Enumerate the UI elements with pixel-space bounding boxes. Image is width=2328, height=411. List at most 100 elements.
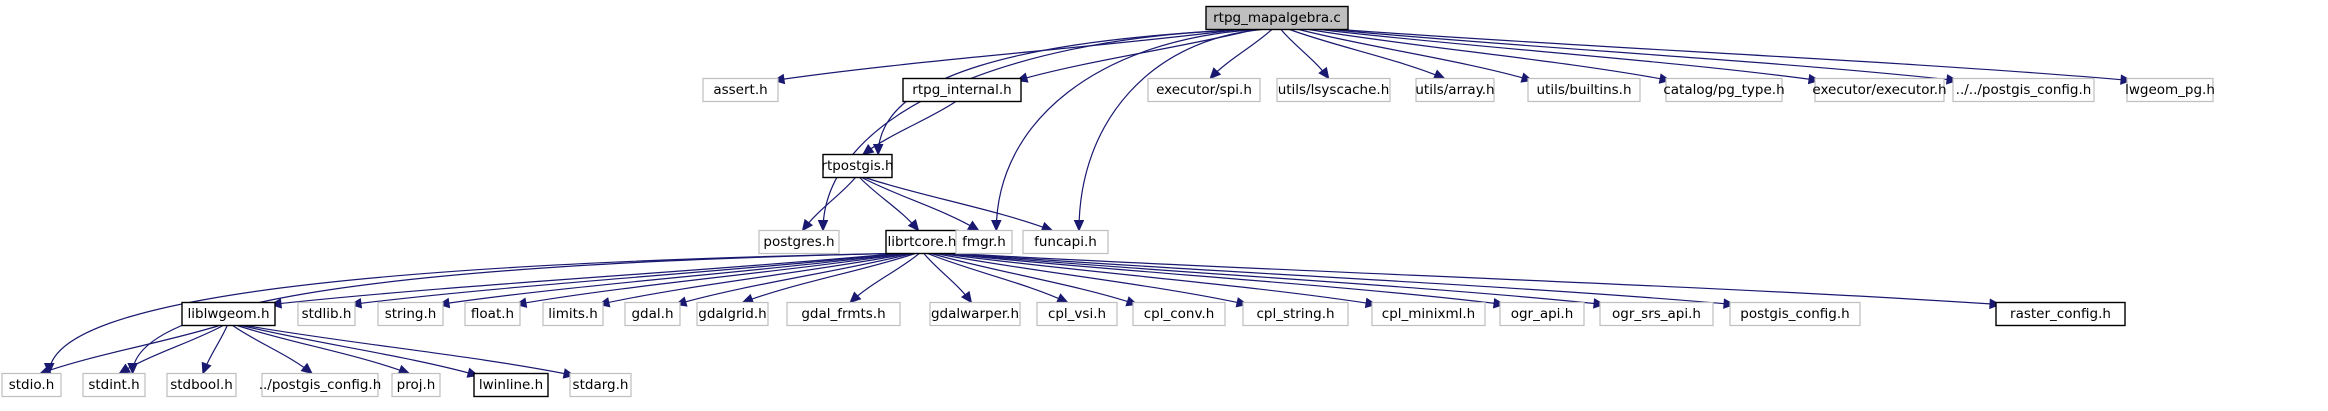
edge-librtcore-to-float <box>515 252 907 306</box>
node-stdbool: stdbool.h <box>166 372 237 398</box>
arrowhead <box>1055 293 1069 304</box>
edge-librtcore-to-cpl_string <box>935 252 1248 306</box>
arrowhead <box>1945 74 1959 85</box>
node-box <box>261 372 379 398</box>
node-label: ../postgis_config.h <box>259 377 382 393</box>
node-box <box>542 301 604 327</box>
node-lsyscache: utils/lsyscache.h <box>1276 77 1391 103</box>
edge-root-to-pg_type <box>1308 28 1671 82</box>
node-stdint: stdint.h <box>82 372 146 398</box>
edges-layer <box>39 28 2133 379</box>
node-ogr-srs-api: ogr_srs_api.h <box>1599 301 1714 327</box>
node-proj: proj.h <box>391 372 441 398</box>
node-box <box>464 301 521 327</box>
edge-librtcore-to-raster_config <box>954 252 2001 306</box>
node-label: fmgr.h <box>962 234 1006 250</box>
node-label: catalog/pg_type.h <box>1663 82 1784 98</box>
node-box <box>473 372 549 398</box>
node-box <box>297 301 356 327</box>
arrowhead <box>1432 69 1446 80</box>
node-rtpostgis[interactable]: rtpostgis.h <box>821 153 894 179</box>
arrowhead <box>1723 298 1736 309</box>
node-box <box>569 372 632 398</box>
node-label: proj.h <box>397 377 436 393</box>
node-label: librtcore.h <box>887 234 956 250</box>
node-label: lwgeom_pg.h <box>2125 82 2215 98</box>
node-executor: executor/executor.h <box>1812 77 1947 103</box>
arrowhead <box>960 290 973 304</box>
node-stdlib: stdlib.h <box>297 301 356 327</box>
node-funcapi: funcapi.h <box>1022 229 1109 255</box>
arrowhead <box>1209 67 1222 80</box>
node-box <box>1205 5 1349 31</box>
node-postgis-config: postgis_config.h <box>1729 301 1861 327</box>
edge-librtcore-to-postgis_config <box>953 252 1735 306</box>
node-box <box>929 301 1021 327</box>
node-gdal-frmts: gdal_frmts.h <box>786 301 901 327</box>
node-cpl-vsi: cpl_vsi.h <box>1036 301 1118 327</box>
node-box <box>1022 229 1109 255</box>
node-box <box>1 372 62 398</box>
node-box <box>1952 77 2095 103</box>
edge-liblwgeom-to-lwinline <box>241 324 479 377</box>
node-box <box>1995 301 2126 327</box>
edge-rtpostgis-to-postgres <box>802 177 856 231</box>
edge-liblwgeom-to-stdarg <box>245 324 575 377</box>
node-label: stdio.h <box>9 377 55 393</box>
node-label: rtpostgis.h <box>821 158 893 174</box>
arrowhead <box>1492 297 1506 309</box>
edge-librtcore-to-stdio <box>48 252 890 374</box>
node-limits: limits.h <box>542 301 604 327</box>
arrowhead <box>2120 74 2133 85</box>
node-executor-spi: executor/spi.h <box>1147 77 1261 103</box>
node-label: utils/lsyscache.h <box>1278 82 1390 98</box>
edge-rtpostgis-to-fmgr <box>861 176 979 232</box>
node-box <box>1036 301 1118 327</box>
node-label: executor/spi.h <box>1156 82 1252 98</box>
node-librtcore[interactable]: librtcore.h <box>885 229 959 255</box>
edge-librtcore-to-ogr_srs_api <box>948 252 1605 306</box>
edge-librtcore-to-gdal <box>675 252 913 306</box>
node-root[interactable]: rtpg_mapalgebra.c <box>1205 5 1349 31</box>
node-label: cpl_minixml.h <box>1382 306 1475 322</box>
node-box <box>1814 77 1945 103</box>
arrowhead <box>269 298 283 309</box>
arrowhead <box>1593 298 1606 309</box>
node-label: assert.h <box>713 82 767 98</box>
node-box <box>166 372 237 398</box>
node-liblwgeom[interactable]: liblwgeom.h <box>181 301 276 327</box>
node-box <box>2126 77 2214 103</box>
node-box <box>696 301 769 327</box>
node-pgconfig1: ../postgis_config.h <box>259 372 382 398</box>
node-box <box>1665 77 1783 103</box>
node-box <box>181 301 276 327</box>
node-rtpg-internal[interactable]: rtpg_internal.h <box>902 77 1022 103</box>
node-stdarg: stdarg.h <box>569 372 632 398</box>
node-stdio: stdio.h <box>1 372 62 398</box>
node-raster-config[interactable]: raster_config.h <box>1995 301 2126 327</box>
edge-librtcore-to-cpl_conv <box>931 252 1138 306</box>
node-box <box>1415 77 1495 103</box>
node-box <box>902 77 1022 103</box>
edge-root-to-lwgeom_pg <box>1340 28 2132 82</box>
node-label: ogr_srs_api.h <box>1612 306 1701 322</box>
edge-librtcore-to-ogr_api <box>944 252 1505 306</box>
node-label: gdalgrid.h <box>698 306 766 322</box>
node-array: utils/array.h <box>1415 77 1495 103</box>
node-label: string.h <box>385 306 437 322</box>
node-box <box>1147 77 1261 103</box>
edge-root-to-assert <box>773 28 1239 82</box>
node-cpl-conv: cpl_conv.h <box>1132 301 1226 327</box>
node-label: utils/builtins.h <box>1536 82 1631 98</box>
arrowhead <box>1073 220 1085 232</box>
node-lwinline[interactable]: lwinline.h <box>473 372 549 398</box>
node-label: cpl_conv.h <box>1144 306 1215 322</box>
node-cpl-string: cpl_string.h <box>1242 301 1349 327</box>
node-label: stdbool.h <box>170 377 233 393</box>
arrowhead <box>127 363 138 375</box>
node-box <box>758 229 840 255</box>
node-label: ogr_api.h <box>1511 306 1574 322</box>
arrowhead <box>991 220 1002 232</box>
edge-librtcore-to-gdal_frmts <box>849 253 920 303</box>
